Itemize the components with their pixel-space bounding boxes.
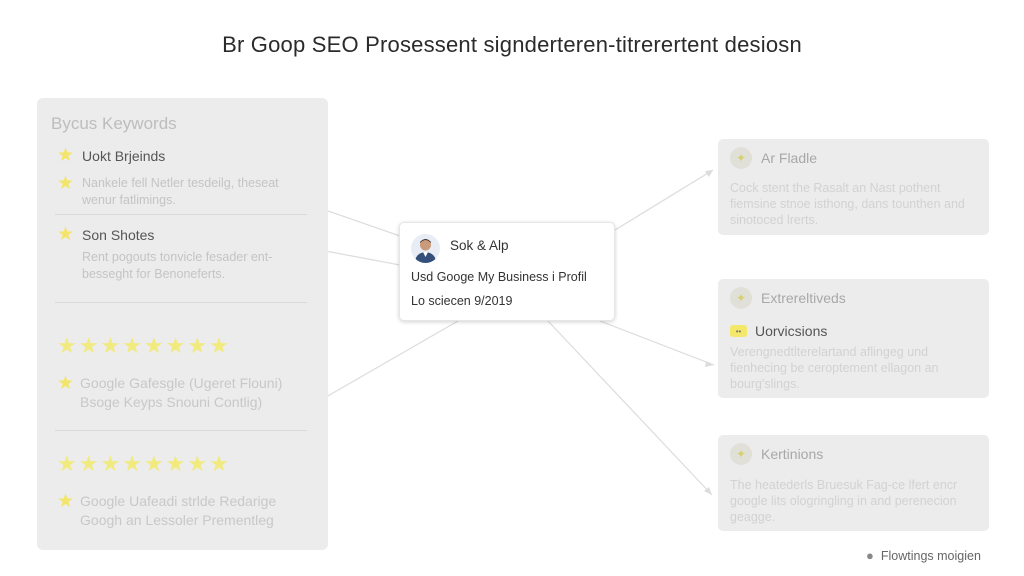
star-icon: ★: [78, 333, 99, 358]
google-item[interactable]: ★ Google Uafeadi strlde Redarige Googh a…: [57, 492, 310, 530]
keyword-item-title: Son Shotes: [82, 226, 155, 243]
star-icon: ★: [187, 333, 208, 358]
profile-detail: Usd Googe My Business i Profil: [411, 270, 587, 284]
tag-icon: ••: [730, 325, 747, 337]
keyword-item-desc: Nankele fell Netler tesdeilg, theseat we…: [82, 176, 279, 207]
result-card[interactable]: ✦ Ar Fladle Cock stent the Rasalt an Nas…: [718, 139, 989, 235]
profile-date: Lo sciecen 9/2019: [411, 294, 513, 308]
profile-card[interactable]: Sok & Alp Usd Googe My Business i Profil…: [399, 222, 615, 321]
divider: [55, 430, 307, 431]
bulb-icon: ✦: [730, 443, 752, 465]
divider: [55, 302, 307, 303]
star-icon: ★: [143, 451, 164, 476]
result-card-subhead: •• Uorvicsions: [730, 323, 827, 339]
result-card-head: ✦ Kertinions: [730, 443, 823, 465]
result-card[interactable]: ✦ Kertinions The heatederls Bruesuk Fag-…: [718, 435, 989, 531]
star-icon: ★: [57, 173, 75, 194]
keyword-item-desc-row: ★: [57, 174, 74, 193]
result-card-desc: The heatederls Bruesuk Fag-ce lfert encr…: [730, 478, 958, 524]
result-card[interactable]: ✦ Extrereltiveds •• Uorvicsions Verengne…: [718, 279, 989, 398]
star-icon: ★: [143, 333, 164, 358]
star-icon: ★: [57, 224, 75, 245]
arrowhead: [705, 170, 713, 177]
bulb-icon: ✦: [730, 147, 752, 169]
arrowhead: [705, 361, 714, 367]
arrowhead: [704, 487, 712, 495]
result-card-desc: Cock stent the Rasalt an Nast pothent fi…: [730, 181, 965, 227]
google-item-text: Google Gafesgle (Ugeret Flouni) Bsoge Ke…: [80, 375, 283, 410]
connector-line: [547, 320, 713, 496]
rating-stars: ★ ★ ★ ★ ★ ★ ★ ★: [57, 453, 229, 475]
location-pin-icon: ●: [866, 548, 874, 563]
keyword-item[interactable]: ★ Son Shotes: [57, 225, 154, 244]
star-icon: ★: [209, 333, 229, 358]
star-icon: ★: [209, 451, 229, 476]
star-icon: ★: [165, 451, 186, 476]
star-icon: ★: [100, 333, 121, 358]
star-icon: ★: [100, 451, 121, 476]
result-card-title: Extrereltiveds: [761, 290, 846, 306]
keyword-item[interactable]: ★ Uokt Brjeinds: [57, 146, 165, 165]
star-icon: ★: [57, 491, 75, 512]
result-card-subtitle: Uorvicsions: [755, 323, 828, 339]
profile-name: Sok & Alp: [450, 238, 509, 253]
star-icon: ★: [78, 451, 99, 476]
avatar-icon: [411, 234, 440, 263]
keyword-item-title: Uokt Brjeinds: [82, 147, 166, 164]
star-icon: ★: [122, 451, 142, 476]
rating-stars: ★ ★ ★ ★ ★ ★ ★ ★: [57, 335, 229, 357]
panel-heading: Bycus Keywords: [51, 114, 177, 133]
star-icon: ★: [57, 145, 75, 166]
footer-text: Flowtings moigien: [880, 548, 981, 563]
divider: [55, 214, 307, 215]
result-card-title: Ar Fladle: [761, 150, 818, 166]
star-icon: ★: [187, 451, 208, 476]
result-card-title: Kertinions: [761, 446, 824, 462]
google-item-text: Google Uafeadi strlde Redarige Googh an …: [80, 493, 277, 528]
star-icon: ★: [57, 333, 77, 358]
connector-line: [599, 320, 715, 366]
star-icon: ★: [165, 333, 186, 358]
footer: ● Flowtings moigien: [866, 548, 981, 563]
bulb-icon: ✦: [730, 287, 752, 309]
diagram-title: Br Goop SEO Prosessent signderteren-titr…: [222, 32, 802, 57]
result-card-head: ✦ Ar Fladle: [730, 147, 817, 169]
result-card-desc: Verengnedtlterelartand aflingeg und fien…: [730, 345, 939, 391]
connector-line: [614, 169, 714, 231]
star-icon: ★: [57, 373, 75, 394]
result-card-head: ✦ Extrereltiveds: [730, 287, 846, 309]
star-icon: ★: [122, 333, 142, 358]
google-item[interactable]: ★ Google Gafesgle (Ugeret Flouni) Bsoge …: [57, 374, 310, 412]
star-icon: ★: [57, 451, 77, 476]
keyword-item-desc: Rent pogouts tonvicle fesader ent- besse…: [82, 250, 273, 281]
keywords-panel: Bycus Keywords ★ Uokt Brjeinds ★ Nankele…: [37, 98, 328, 550]
